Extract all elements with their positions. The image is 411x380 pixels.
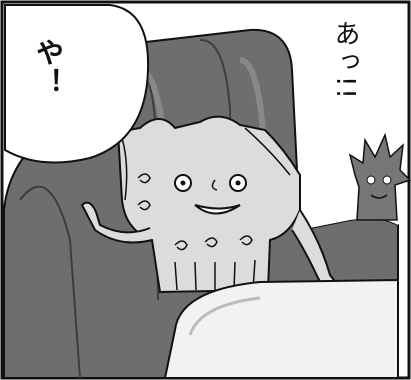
speech-text-left: や！ [32, 38, 65, 98]
speech-bubble-left [4, 4, 150, 164]
booth-seam-3 [19, 185, 81, 379]
speech-text-right: あっ!! [330, 20, 360, 101]
background-character [348, 132, 411, 221]
nose [211, 179, 218, 191]
booth-seam-2 [199, 38, 233, 251]
main-character [80, 115, 340, 294]
mouth [194, 204, 241, 215]
waving-arm [80, 201, 153, 244]
